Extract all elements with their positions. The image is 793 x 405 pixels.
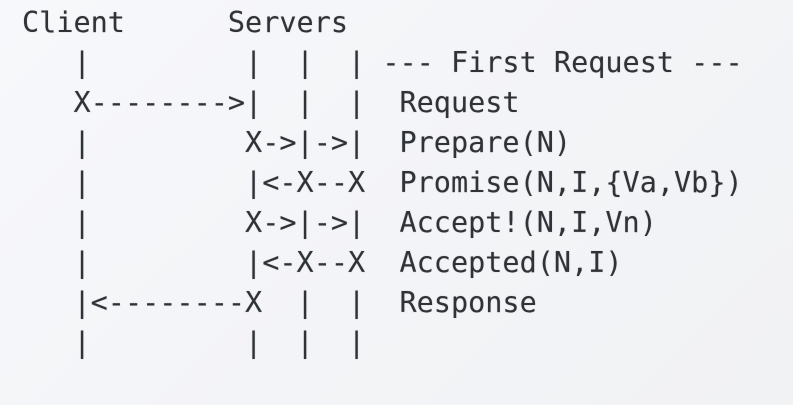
lifelines-footer-line: | | | | <box>22 326 366 359</box>
response-message-line: |<--------X | | Response <box>22 286 537 319</box>
actors-header-line: Client Servers <box>22 6 349 39</box>
prepare-message-line: | X->|->| Prepare(N) <box>22 126 572 159</box>
ascii-art-block: Client Servers | | | | --- First Request… <box>22 3 743 363</box>
accept-message-line: | X->|->| Accept!(N,I,Vn) <box>22 206 657 239</box>
first-request-label-line: | | | | --- First Request --- <box>22 46 743 79</box>
accepted-message-line: | |<-X--X Accepted(N,I) <box>22 246 623 279</box>
request-message-line: X-------->| | | Request <box>22 86 520 119</box>
promise-message-line: | |<-X--X Promise(N,I,{Va,Vb}) <box>22 166 743 199</box>
